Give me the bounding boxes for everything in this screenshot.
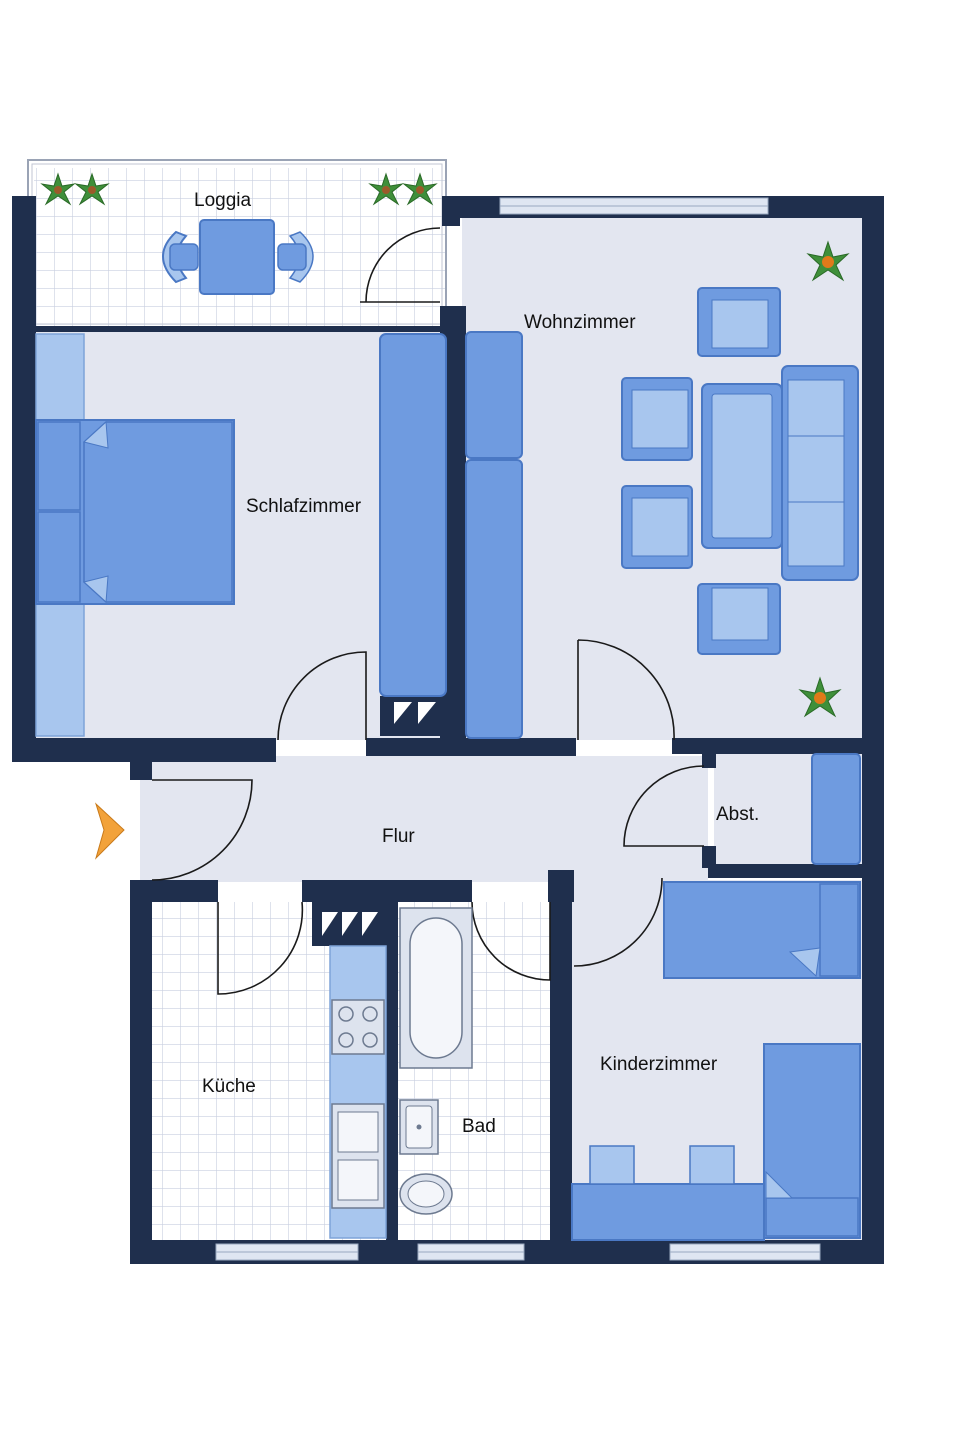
plant-icon xyxy=(74,172,110,206)
pillow-bottom xyxy=(37,511,81,603)
desk-chair-left xyxy=(589,1145,635,1185)
windows xyxy=(215,197,821,1261)
loggia-furniture xyxy=(162,219,314,295)
loggia-table xyxy=(199,219,275,295)
chimney-duct-icon xyxy=(322,702,436,936)
room-label-schlafzimmer: Schlafzimmer xyxy=(246,496,362,517)
pillow-top xyxy=(37,421,81,511)
plant-icon xyxy=(402,172,438,206)
abst-shelf xyxy=(811,753,861,865)
plant-icon xyxy=(40,172,76,206)
coffee-table xyxy=(701,383,783,549)
toilet-icon xyxy=(399,1173,453,1215)
wohnzimmer-furniture xyxy=(465,287,859,739)
plant-icon xyxy=(368,172,404,206)
room-label-abstellraum: Abst. xyxy=(716,804,759,825)
plants xyxy=(40,172,850,718)
washbasin-icon xyxy=(399,1099,439,1155)
schlafzimmer-furniture xyxy=(35,333,447,737)
door-loggia xyxy=(360,227,441,303)
entrance-arrow-icon xyxy=(94,802,125,860)
door-wohnzimmer xyxy=(577,639,675,741)
bedroom-sideboard-lower xyxy=(35,601,85,737)
door-entrance xyxy=(151,779,253,881)
door-kueche xyxy=(217,901,304,995)
desk-chair-right xyxy=(689,1145,735,1185)
bad-furniture xyxy=(399,907,473,1215)
room-label-loggia: Loggia xyxy=(194,190,251,211)
armchair-bottom xyxy=(697,583,781,655)
room-label-kinderzimmer: Kinderzimmer xyxy=(600,1054,718,1075)
bed-blanket xyxy=(83,421,233,603)
sofa xyxy=(781,365,859,581)
doors xyxy=(151,227,705,995)
shelf-upper xyxy=(465,331,523,459)
sink-icon xyxy=(331,1103,385,1209)
armchair-left-upper xyxy=(621,377,693,461)
kueche-furniture xyxy=(329,945,387,1239)
door-abst xyxy=(623,765,705,847)
wardrobe xyxy=(379,333,447,697)
shelf-lower xyxy=(465,459,523,739)
door-schlafzimmer xyxy=(277,651,367,741)
room-label-bad: Bad xyxy=(462,1116,496,1137)
flur-floor xyxy=(148,756,708,882)
plant-icon xyxy=(806,240,850,282)
kinderzimmer-furniture xyxy=(571,881,861,1241)
door-bad xyxy=(471,901,551,981)
armchair-left-lower xyxy=(621,485,693,569)
stove-icon xyxy=(331,999,385,1055)
bathtub-icon xyxy=(399,907,473,1069)
door-kinderzimmer xyxy=(573,877,663,967)
room-label-flur: Flur xyxy=(382,826,415,847)
armchair-top xyxy=(697,287,781,357)
room-label-kueche: Küche xyxy=(202,1076,256,1097)
entrance-floor xyxy=(140,780,160,880)
plant-icon xyxy=(798,676,842,718)
desk xyxy=(571,1183,765,1241)
room-label-wohnzimmer: Wohnzimmer xyxy=(524,312,636,333)
bedroom-sideboard-upper xyxy=(35,333,85,421)
room-labels: Loggia Wohnzimmer Schlafzimmer Flur Abst… xyxy=(194,190,759,1137)
